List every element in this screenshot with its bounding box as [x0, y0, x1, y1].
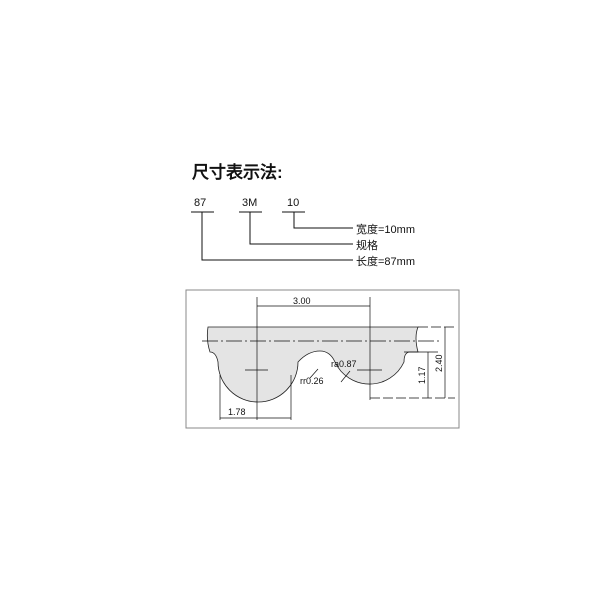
code-length: 87 — [194, 197, 207, 209]
dim-pitch: 3.00 — [293, 296, 311, 306]
code-pitch: 3M — [242, 197, 258, 209]
section-title: 尺寸表示法: — [192, 163, 283, 182]
code-leader-lines — [191, 211, 353, 261]
dim-belt-height: 2.40 — [434, 354, 444, 372]
dim-tooth-width: 1.78 — [228, 407, 246, 417]
dim-tooth-height: 1.17 — [417, 366, 427, 384]
legend-length: 长度=87mm — [356, 256, 415, 268]
belt-profile — [206, 326, 419, 403]
dim-tip-radius: ra0.87 — [331, 359, 357, 369]
code-width: 10 — [287, 197, 300, 209]
dim-root-radius: rr0.26 — [300, 376, 324, 386]
legend-spec: 规格 — [356, 240, 378, 252]
legend-width: 宽度=10mm — [356, 224, 415, 236]
